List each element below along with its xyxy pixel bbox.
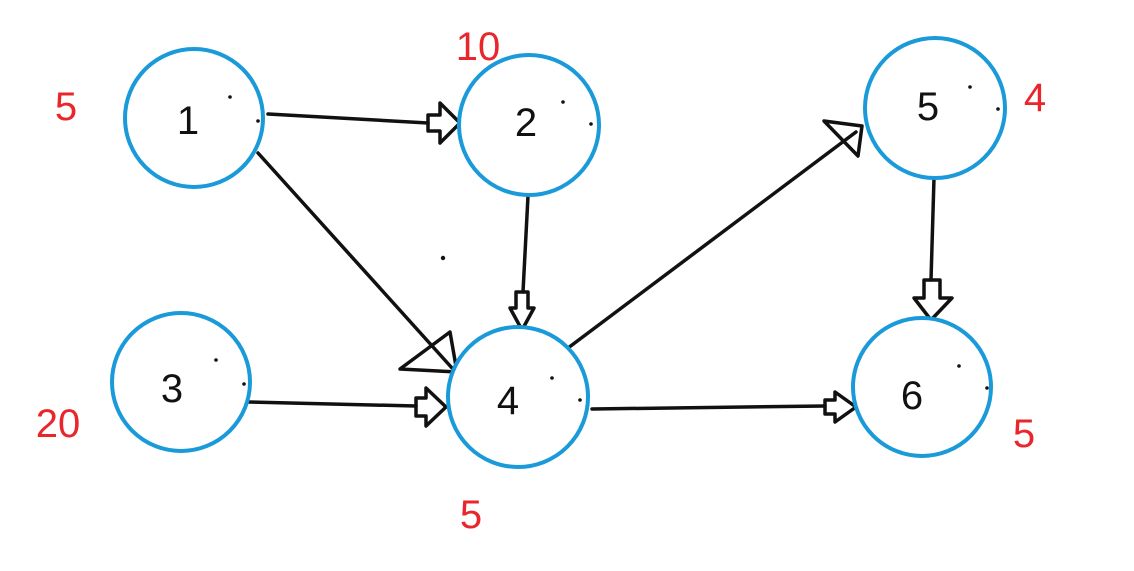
edges: [246, 101, 954, 428]
edge-5-to-6: [912, 176, 954, 322]
edge-2-to-4: [508, 194, 536, 332]
node-6: 6: [851, 316, 993, 458]
node-2-label: 2: [515, 101, 537, 145]
node-1: 1: [123, 47, 265, 189]
weights: 5 10 20 5 4 5: [36, 25, 1046, 537]
node-5: 5: [863, 36, 1007, 180]
node-4-weight: 5: [460, 493, 482, 537]
node-5-circle: [863, 36, 1007, 180]
node-2-weight: 10: [456, 25, 501, 69]
edge-4-to-5: [566, 119, 864, 350]
node-6-label: 6: [901, 374, 923, 418]
node-4-circle: [446, 325, 590, 469]
node-6-circle: [851, 316, 993, 458]
edge-3-to-4: [246, 386, 448, 428]
node-5-weight: 4: [1024, 76, 1046, 120]
node-3: 3: [110, 311, 252, 453]
edge-4-to-6: [590, 390, 858, 424]
node-3-circle: [110, 311, 252, 453]
nodes: 1 2 3 4 5 6: [110, 36, 1007, 469]
node-1-label: 1: [177, 99, 199, 143]
stray-dot: [440, 255, 446, 261]
node-3-weight: 20: [36, 402, 81, 446]
node-5-label: 5: [917, 85, 939, 129]
node-1-weight: 5: [55, 85, 77, 129]
edge-1-to-4: [256, 151, 459, 374]
node-4-label: 4: [497, 379, 519, 423]
node-4: 4: [446, 325, 590, 469]
node-2: 2: [457, 53, 601, 197]
node-3-label: 3: [161, 367, 183, 411]
node-1-circle: [123, 47, 265, 189]
edge-1-to-2: [266, 101, 462, 145]
node-6-weight: 5: [1013, 412, 1035, 456]
node-2-circle: [457, 53, 601, 197]
